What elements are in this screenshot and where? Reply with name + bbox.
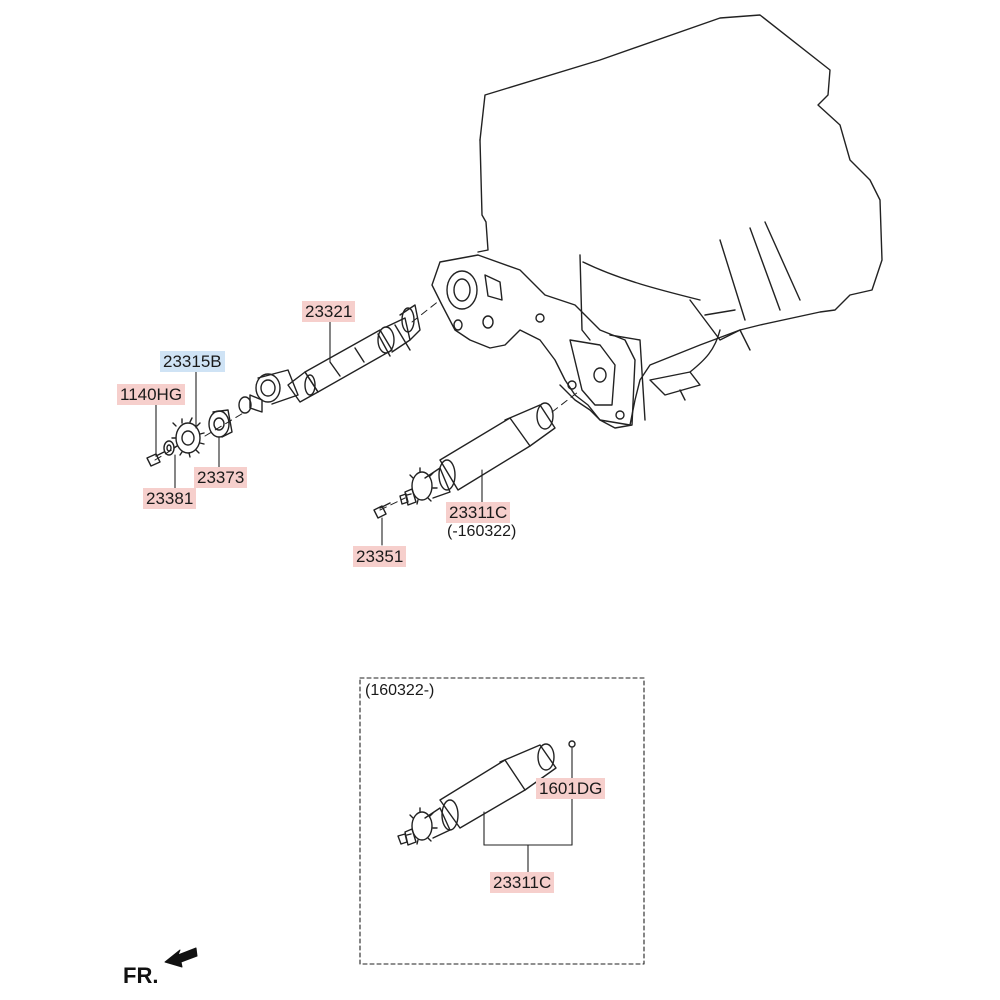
- range-until-note: (-160322): [447, 523, 517, 540]
- front-direction-arrow-icon: [164, 947, 198, 968]
- revision-detail-box: [359, 677, 645, 965]
- balance-shaft-23311c-detail: [397, 740, 576, 846]
- bolt-23351: [373, 502, 391, 519]
- bolt-1140hg: [146, 451, 165, 467]
- callout-1601dg[interactable]: 1601DG: [536, 778, 606, 799]
- balance-shaft-23311c-upper: [399, 402, 556, 506]
- engine-block: [431, 14, 883, 429]
- callout-23373[interactable]: 23373: [194, 467, 248, 488]
- callout-23321[interactable]: 23321: [302, 301, 356, 322]
- callout-23351[interactable]: 23351: [353, 546, 407, 567]
- sprocket: [171, 417, 205, 458]
- washer-23373: [208, 409, 233, 438]
- leader-lines-detail: [483, 747, 573, 873]
- assembly-axes: [154, 299, 579, 511]
- washer-23381: [163, 440, 175, 456]
- balance-shaft-23321: [287, 304, 421, 403]
- callout-23311c-top[interactable]: 23311C: [446, 502, 511, 523]
- callout-23315b[interactable]: 23315B: [160, 351, 225, 372]
- callout-23381[interactable]: 23381: [143, 488, 197, 509]
- front-direction-label: FR.: [123, 963, 159, 988]
- callout-23311c-bottom[interactable]: 23311C: [490, 872, 555, 893]
- drive-hub-23315b: [238, 369, 299, 414]
- leader-lines-upper: [155, 321, 483, 546]
- range-from-note: (160322-): [365, 682, 435, 699]
- callout-1140hg[interactable]: 1140HG: [117, 384, 186, 405]
